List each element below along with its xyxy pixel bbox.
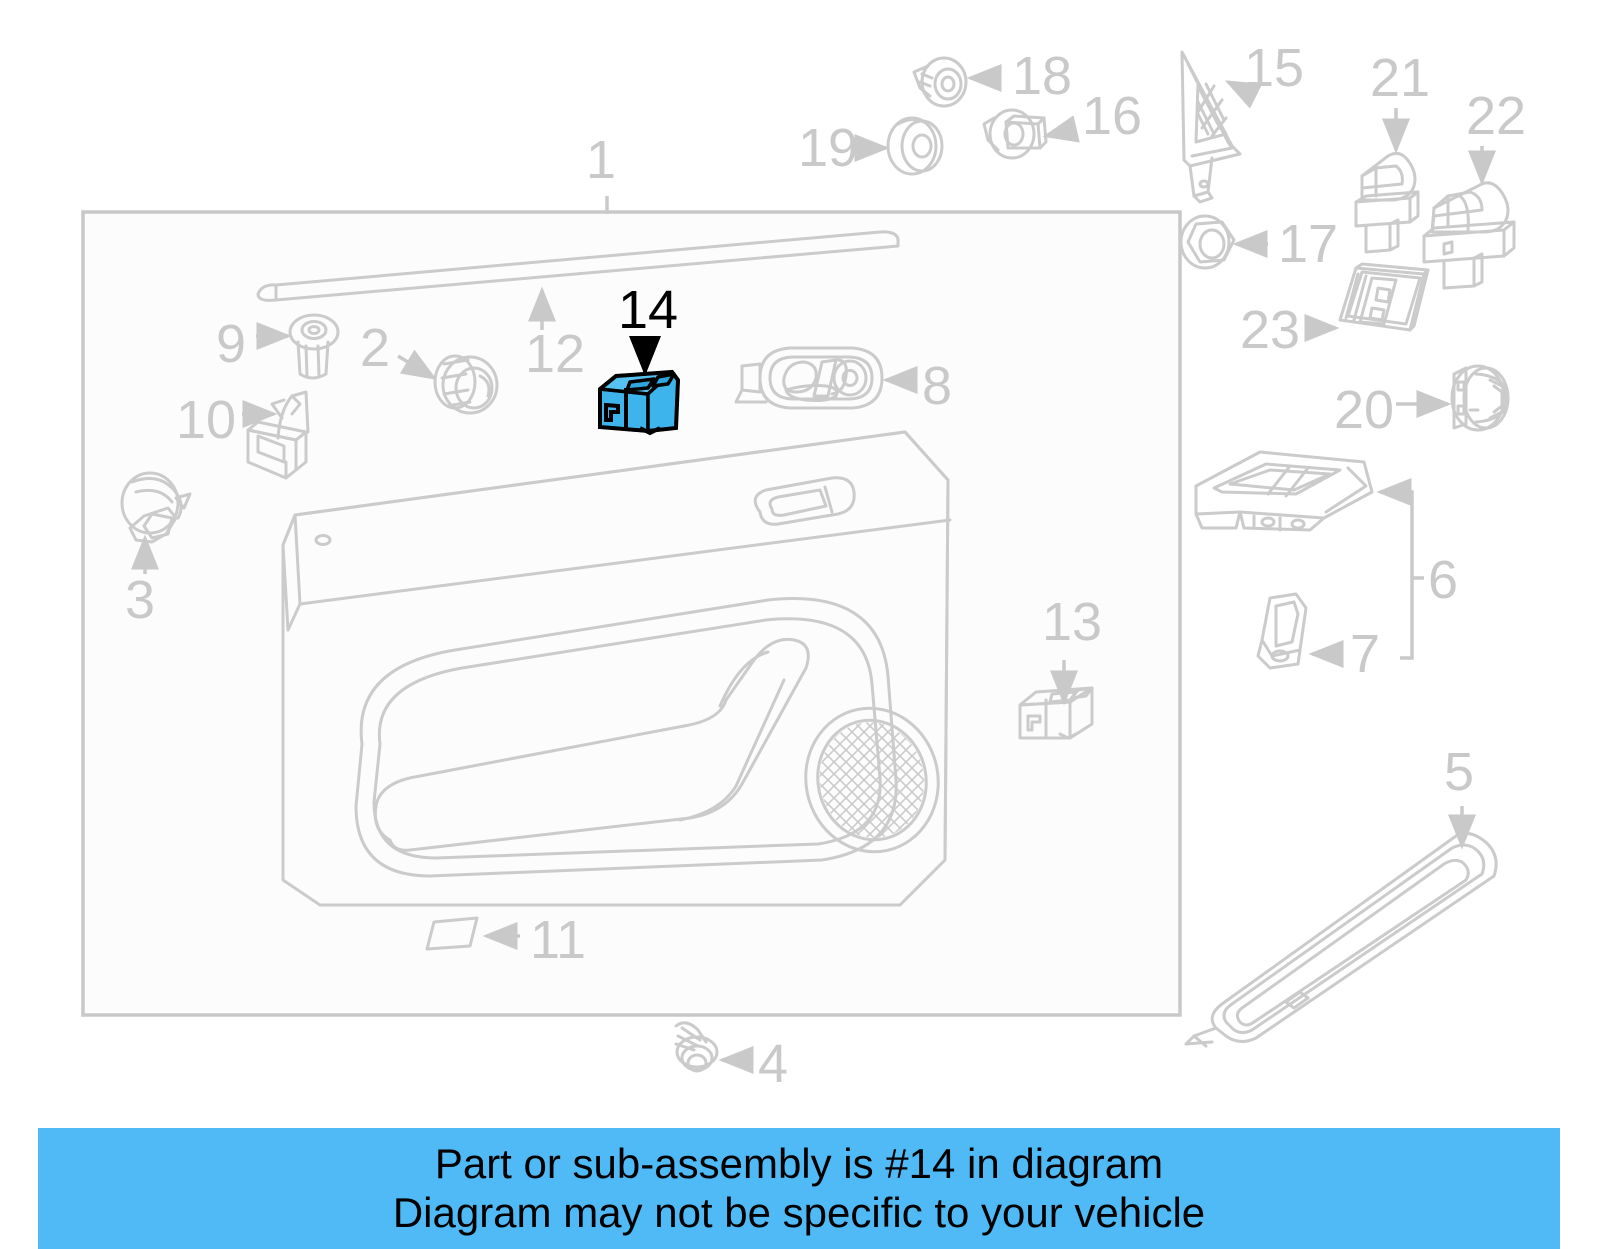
callout-12: 12 bbox=[525, 286, 585, 384]
callout-label-16: 16 bbox=[1082, 86, 1142, 146]
callout-label-8: 8 bbox=[922, 356, 952, 416]
callout-label-14: 14 bbox=[618, 280, 678, 340]
part-6-pull-handle-bezel bbox=[1194, 450, 1374, 532]
part-3-grommet bbox=[120, 471, 192, 544]
callout-label-12: 12 bbox=[525, 324, 585, 384]
callout-15: 15 bbox=[1224, 38, 1304, 109]
callout-5: 5 bbox=[1444, 742, 1476, 850]
callout-20: 20 bbox=[1334, 380, 1452, 440]
callout-label-22: 22 bbox=[1466, 86, 1526, 146]
banner-line-1: Part or sub-assembly is #14 in diagram bbox=[434, 1140, 1164, 1188]
part-4-screw bbox=[674, 1021, 719, 1073]
callout-label-17: 17 bbox=[1278, 214, 1338, 274]
callout-8: 8 bbox=[882, 356, 952, 416]
part-22-window-switch-double bbox=[1422, 181, 1516, 290]
callout-23: 23 bbox=[1240, 300, 1340, 360]
callout-1: 1 bbox=[586, 130, 616, 214]
callout-3: 3 bbox=[125, 534, 159, 630]
part-12-belt-molding bbox=[256, 230, 900, 302]
callout-2: 2 bbox=[360, 318, 437, 380]
part-15-mirror-sail-cover bbox=[1180, 50, 1242, 204]
callout-label-4: 4 bbox=[758, 1034, 788, 1094]
callout-label-21: 21 bbox=[1370, 48, 1430, 108]
part-2-retainer bbox=[433, 354, 499, 415]
part-18-grommet bbox=[912, 56, 968, 108]
info-banner: Part or sub-assembly is #14 in diagram D… bbox=[38, 1128, 1560, 1249]
callout-label-1: 1 bbox=[586, 130, 616, 190]
callout-label-19: 19 bbox=[798, 118, 858, 178]
callout-label-7: 7 bbox=[1350, 624, 1380, 684]
callout-label-11: 11 bbox=[530, 910, 586, 970]
callout-label-3: 3 bbox=[125, 570, 155, 630]
callout-label-18: 18 bbox=[1012, 46, 1072, 106]
part-8-seat-switch-bezel bbox=[734, 346, 884, 410]
callout-19: 19 bbox=[798, 118, 890, 178]
part-5-lower-trim-molding bbox=[1184, 831, 1498, 1048]
banner-line-2: Diagram may not be specific to your vehi… bbox=[392, 1188, 1206, 1236]
callout-label-5: 5 bbox=[1444, 742, 1474, 802]
callout-9: 9 bbox=[216, 314, 292, 374]
callout-label-20: 20 bbox=[1334, 380, 1394, 440]
part-9-push-pin bbox=[288, 313, 340, 380]
callout-label-23: 23 bbox=[1240, 300, 1300, 360]
part-23-master-switch-panel bbox=[1338, 262, 1430, 332]
callout-11: 11 bbox=[482, 910, 586, 970]
part-14-window-switch-highlighted bbox=[598, 369, 681, 436]
callout-21: 21 bbox=[1370, 48, 1430, 154]
callout-label-2: 2 bbox=[360, 318, 390, 378]
callout-10: 10 bbox=[176, 390, 278, 450]
part-20-mirror-knob bbox=[1450, 364, 1510, 432]
callout-6: 6 bbox=[1376, 478, 1458, 660]
callout-label-15: 15 bbox=[1244, 38, 1304, 98]
callout-22: 22 bbox=[1466, 86, 1526, 186]
part-7-handle-bracket bbox=[1256, 592, 1308, 670]
door-trim-panel bbox=[281, 430, 952, 951]
callout-label-6: 6 bbox=[1428, 550, 1458, 610]
callout-18: 18 bbox=[966, 46, 1072, 106]
callout-4: 4 bbox=[718, 1034, 788, 1094]
callout-7: 7 bbox=[1308, 624, 1380, 684]
callout-17: 17 bbox=[1232, 214, 1338, 274]
part-21-window-switch-single bbox=[1354, 151, 1420, 254]
callout-16: 16 bbox=[1042, 86, 1142, 146]
callout-label-13: 13 bbox=[1042, 592, 1102, 652]
part-16-retainer bbox=[982, 108, 1048, 160]
part-17-nut bbox=[1179, 214, 1236, 270]
callout-14: 14 bbox=[618, 280, 678, 376]
part-19-plug bbox=[886, 116, 944, 176]
callout-13: 13 bbox=[1042, 592, 1102, 706]
callout-label-10: 10 bbox=[176, 390, 236, 450]
callout-label-9: 9 bbox=[216, 314, 246, 374]
